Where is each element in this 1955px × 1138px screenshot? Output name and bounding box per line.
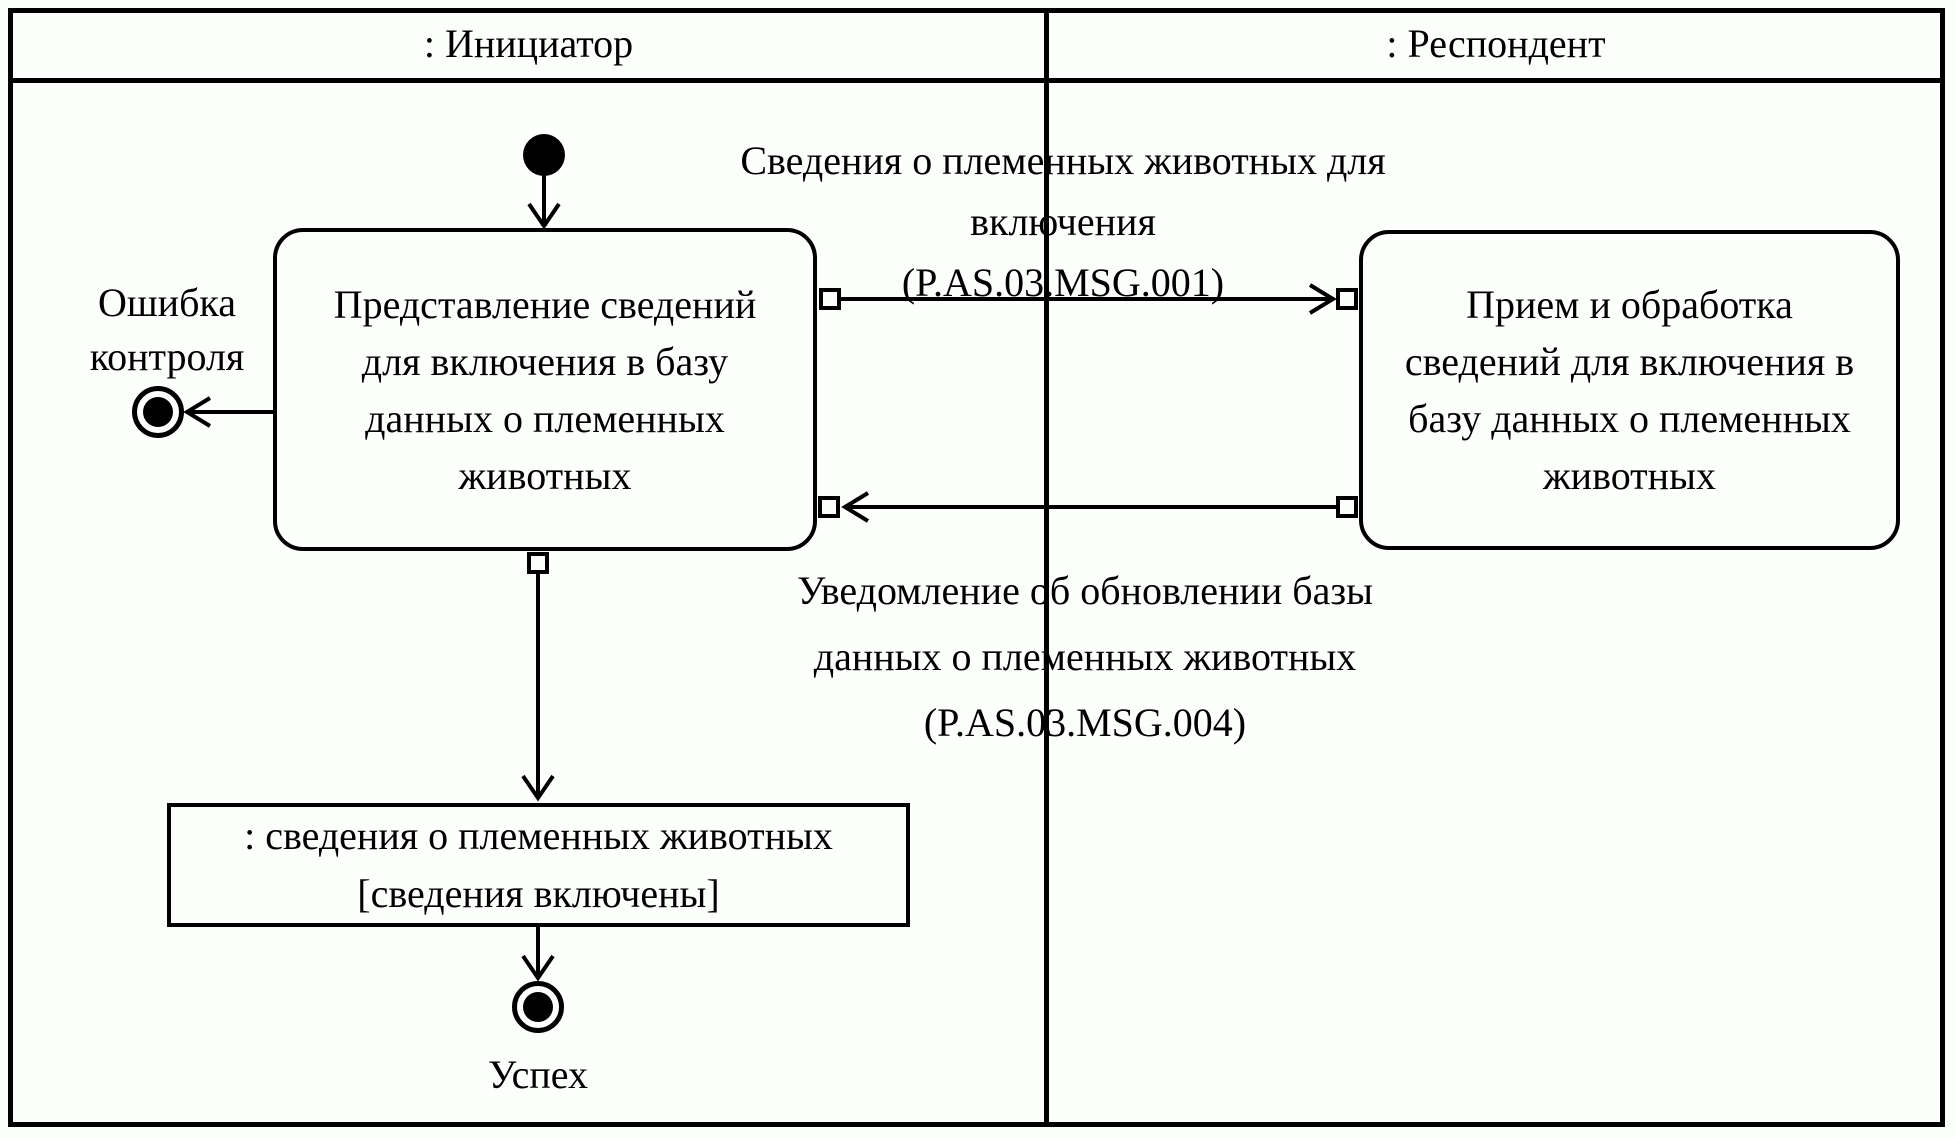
message-request-line: Сведения о племенных животных для (740, 138, 1386, 183)
swimlane-divider (1044, 8, 1049, 1127)
diagram-frame (8, 8, 1945, 1127)
activity-submit-data-line: Представление сведений (333, 281, 757, 327)
initial-state (523, 134, 565, 176)
port-request-out (819, 288, 841, 310)
transition-object-to-final (523, 927, 553, 978)
lane-header-respondent: : Респондент (1049, 10, 1943, 76)
lane-respondent-label: : Респондент (1386, 20, 1606, 66)
object-state-line: : сведения о племенных животных (244, 813, 833, 858)
transition-initial-to-activity (529, 174, 559, 226)
header-divider (8, 78, 1945, 83)
activity-receive-process-line: сведений для включения в (1404, 339, 1855, 384)
activity-submit-data-line: животных (458, 452, 632, 498)
message-request-label: Сведения о племенных животных для включе… (700, 130, 1426, 313)
activity-receive-process-line: Прием и обработка (1466, 282, 1793, 327)
final-state-error-core (143, 397, 173, 427)
transition-activity-to-error-final (187, 398, 273, 426)
message-request-line: (P.AS.03.MSG.001) (901, 260, 1225, 305)
message-response-line: (P.AS.03.MSG.004) (923, 700, 1247, 745)
message-response-line: Уведомление об обновлении базы (796, 568, 1374, 613)
activity-receive-process-line: животных (1543, 453, 1716, 498)
final-state-success (512, 981, 564, 1033)
activity-receive-process: Прием и обработка сведений для включения… (1359, 230, 1900, 550)
lane-initiator-label: : Инициатор (423, 20, 634, 66)
error-outcome-label-line: Ошибка (97, 280, 237, 325)
error-outcome-label: Ошибка контроля (47, 276, 287, 384)
lane-header-initiator: : Инициатор (13, 10, 1044, 76)
activity-receive-process-line: базу данных о племенных (1408, 396, 1851, 441)
final-state-error (132, 386, 184, 438)
message-request-line: включения (970, 199, 1156, 244)
transition-activity-to-object (523, 574, 553, 798)
message-response-label: Уведомление об обновлении базы данных о … (722, 558, 1448, 756)
object-state-line: [сведения включены] (357, 871, 720, 916)
success-outcome-label: Успех (488, 1052, 588, 1097)
activity-submit-data: Представление сведений для включения в б… (273, 228, 817, 551)
final-state-success-core (523, 992, 553, 1022)
message-response-line: данных о племенных животных (813, 634, 1357, 679)
port-response-in (818, 496, 840, 518)
activity-submit-data-line: для включения в базу (361, 338, 729, 384)
message-request-arrow (841, 285, 1333, 313)
message-response-arrow (845, 493, 1336, 521)
activity-submit-data-line: данных о племенных (365, 395, 725, 441)
port-object-out (527, 552, 549, 574)
port-request-in (1336, 288, 1358, 310)
port-response-out (1336, 496, 1358, 518)
object-state-box: : сведения о племенных животных [сведени… (167, 803, 910, 927)
error-outcome-label-line: контроля (89, 334, 245, 379)
